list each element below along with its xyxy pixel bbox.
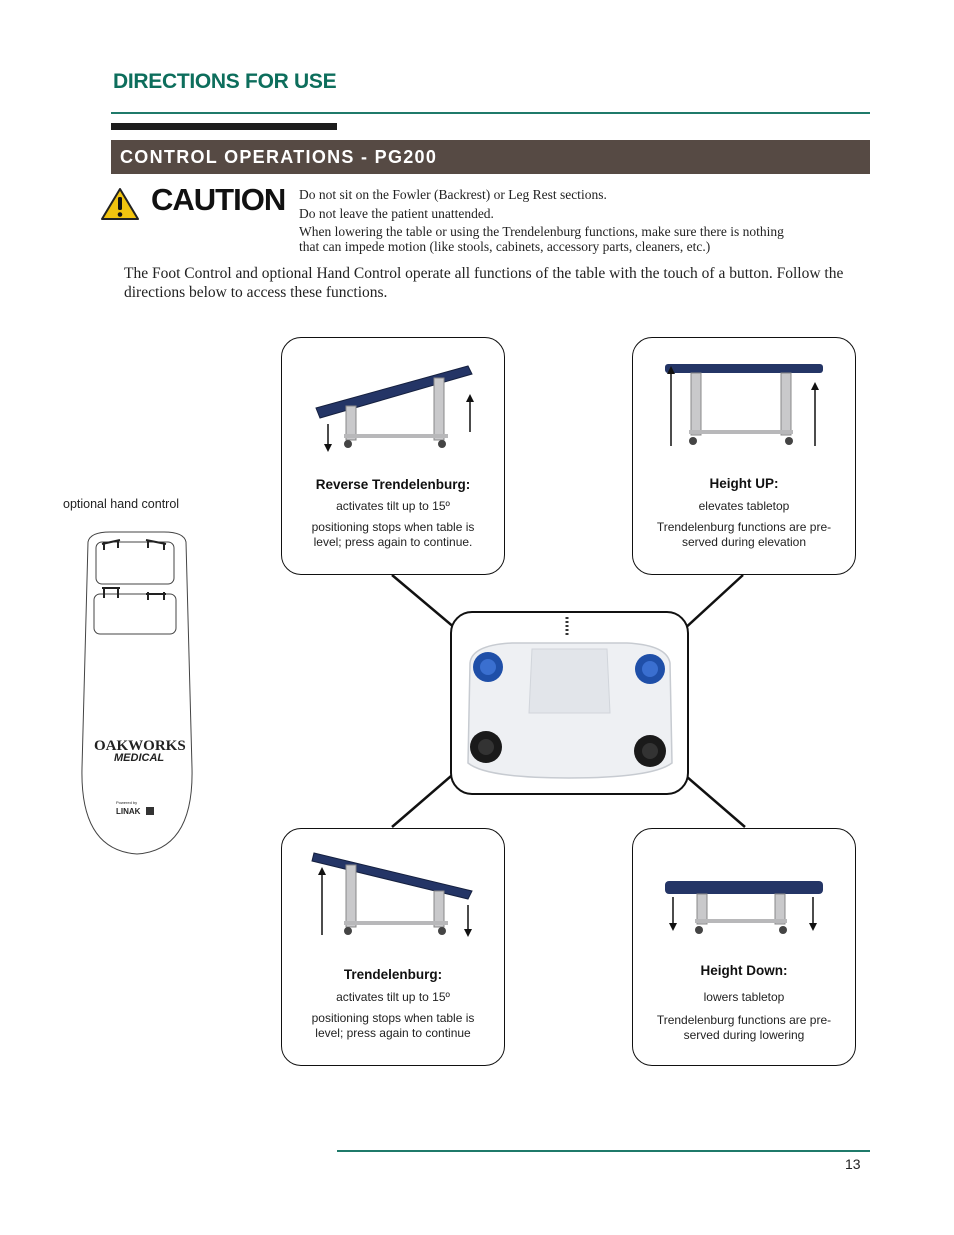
card-text: positioning stops when table is [311, 1011, 475, 1025]
foot-pedal-height-up[interactable] [635, 654, 665, 684]
page-number: 13 [845, 1156, 861, 1172]
foot-pedal-reverse-trendelenburg[interactable] [473, 652, 503, 682]
card-title: Height UP: [709, 476, 779, 491]
warning-triangle-icon [101, 188, 139, 220]
card-text: level; press again to continue [315, 1026, 471, 1040]
caution-line: Do not sit on the Fowler (Backrest) or L… [299, 187, 607, 202]
card-text: served during elevation [681, 535, 807, 549]
card-text: Trendelenburg functions are pre- [656, 1013, 832, 1027]
card-text: positioning stops when table is [311, 520, 475, 534]
foot-pedal-trendelenburg[interactable] [470, 731, 502, 763]
card-height-up: Height UP: elevates tabletop Trendelenbu… [632, 337, 856, 575]
card-text: elevates tabletop [698, 499, 790, 513]
hand-control-illustration: OAKWORKS MEDICAL Powered by LINAK [81, 531, 193, 855]
caution-line: that can impede motion (like stools, cab… [299, 239, 711, 254]
card-text: activates tilt up to 15º [336, 499, 450, 513]
powered-by-text: Powered by [116, 800, 137, 805]
caution-line: Do not leave the patient unattended. [299, 206, 494, 221]
foot-control-panel [450, 611, 689, 795]
foot-pedal-illustration [467, 615, 673, 779]
table-tilt-illustration [311, 852, 473, 937]
card-text: lowers tabletop [703, 990, 785, 1004]
section-banner: CONTROL OPERATIONS - PG200 [111, 140, 870, 174]
footer-rule [337, 1150, 870, 1152]
hand-control-label: optional hand control [63, 497, 180, 511]
hand-control-button-tilt[interactable] [95, 539, 175, 585]
table-tilt-illustration [315, 365, 474, 452]
caution-line: When lowering the table or using the Tre… [299, 224, 784, 239]
card-text: served during lowering [683, 1028, 805, 1042]
brand-oakworks: OAKWORKS [94, 738, 186, 754]
card-text: activates tilt up to 15º [336, 990, 450, 1004]
card-text: level; press again to continue. [313, 535, 473, 549]
card-title: Height Down: [700, 963, 788, 978]
linak-badge-icon [146, 807, 154, 815]
card-title: Reverse Trendelenburg: [315, 477, 471, 492]
card-reverse-trendelenburg: Reverse Trendelenburg: activates tilt up… [281, 337, 505, 575]
banner-title: CONTROL OPERATIONS - PG200 [120, 147, 438, 167]
linak-logo: LINAK [116, 807, 141, 816]
hand-control-button-height[interactable] [93, 587, 177, 635]
foot-pedal-height-down[interactable] [634, 735, 666, 767]
header-accent-bar [111, 123, 337, 130]
card-height-down: Height Down: lowers tabletop Trendelenbu… [632, 828, 856, 1066]
card-trendelenburg: Trendelenburg: activates tilt up to 15º … [281, 828, 505, 1066]
card-title: Trendelenburg: [343, 967, 443, 982]
table-lower-illustration [665, 881, 823, 934]
caution-heading: CAUTION [151, 182, 286, 217]
brand-medical: MEDICAL [114, 752, 164, 764]
intro-paragraph: The Foot Control and optional Hand Contr… [124, 265, 844, 301]
section-title: DIRECTIONS FOR USE [113, 70, 337, 93]
header-rule [111, 112, 870, 114]
card-text: Trendelenburg functions are pre- [656, 520, 832, 534]
table-raise-illustration [665, 364, 823, 446]
